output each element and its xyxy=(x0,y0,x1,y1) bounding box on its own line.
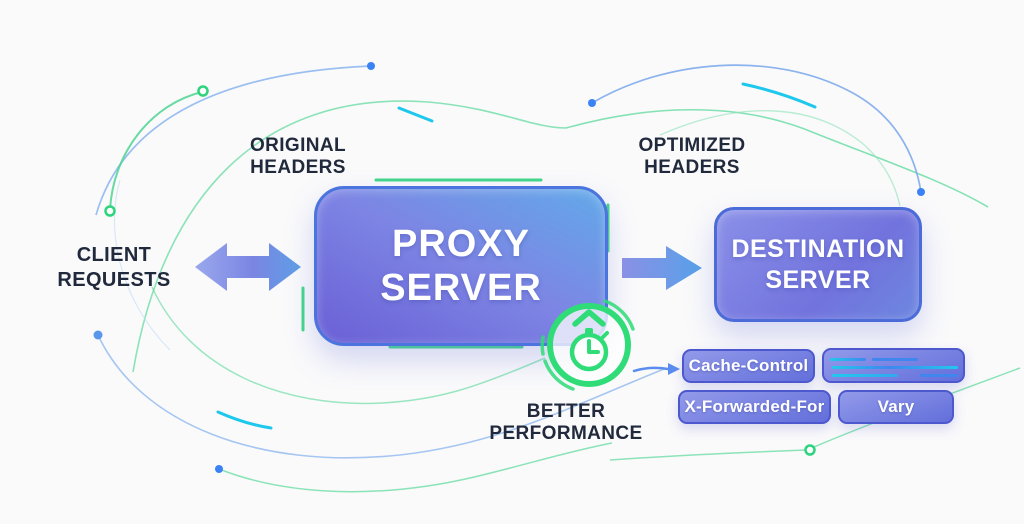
optimized-headers-label: OPTIMIZED HEADERS xyxy=(607,135,777,179)
client-requests-line1: CLIENT xyxy=(76,244,152,266)
cyan-dash-accents xyxy=(216,82,817,430)
better-performance-line1: BETTER xyxy=(526,401,606,422)
optimized-headers-line1: OPTIMIZED xyxy=(638,135,746,156)
curved-lines xyxy=(95,64,1021,493)
original-headers-line2: HEADERS xyxy=(250,157,346,178)
chevron-up-icon xyxy=(572,309,606,327)
destination-server-node: DESTINATION SERVER xyxy=(714,207,922,322)
header-pill-vary: Vary xyxy=(838,390,954,424)
endpoint-dots xyxy=(93,62,925,473)
header-pill-cache-control: Cache-Control xyxy=(682,349,815,383)
destination-server-line2: SERVER xyxy=(765,265,871,294)
right-arrow-shape xyxy=(622,246,702,290)
obfuscated-text-line xyxy=(872,358,918,361)
proxy-server-line1: PROXY xyxy=(391,223,531,265)
better-performance-label: BETTER PERFORMANCE xyxy=(480,401,652,445)
stopwatch-speed-icon xyxy=(540,299,635,391)
obfuscated-text-line xyxy=(920,374,958,377)
obfuscated-text-line xyxy=(832,366,958,369)
original-headers-line1: ORIGINAL xyxy=(249,135,347,156)
original-headers-label: ORIGINAL HEADERS xyxy=(213,135,383,179)
client-requests-line2: REQUESTS xyxy=(57,269,171,291)
better-performance-line2: PERFORMANCE xyxy=(489,423,643,444)
cache-control-text: Cache-Control xyxy=(688,356,809,375)
icon-outer-arcs xyxy=(540,299,635,391)
header-pill-obfuscated xyxy=(822,348,965,383)
stopwatch-glyph xyxy=(569,328,609,372)
double-headed-arrow-icon xyxy=(195,243,301,291)
client-requests-label: CLIENT REQUESTS xyxy=(29,243,199,293)
header-pill-x-forwarded-for: X-Forwarded-For xyxy=(678,390,831,424)
obfuscated-text-line xyxy=(830,358,866,361)
double-arrow-shape xyxy=(195,243,301,291)
vary-text: Vary xyxy=(877,397,915,416)
small-arrow-head xyxy=(668,363,680,375)
obfuscated-text-line xyxy=(832,374,898,377)
right-arrow-icon xyxy=(622,246,702,290)
proxy-server-line2: SERVER xyxy=(380,267,542,309)
optimized-headers-line2: HEADERS xyxy=(644,157,740,178)
destination-server-line1: DESTINATION xyxy=(731,234,905,263)
x-forwarded-for-text: X-Forwarded-For xyxy=(684,397,825,416)
small-right-arrow-icon xyxy=(632,363,680,375)
